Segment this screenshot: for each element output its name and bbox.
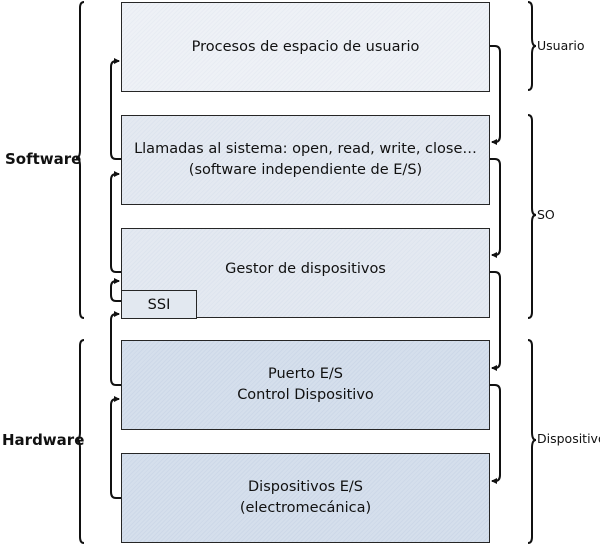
layer-user-processes-label: Procesos de espacio de usuario: [191, 38, 420, 55]
layer-system-calls: Llamadas al sistema: open, read, write, …: [121, 115, 490, 205]
arrow-up-4: [110, 396, 121, 499]
arrow-up-1: [110, 58, 121, 160]
brace-hardware: [75, 339, 85, 544]
layer-io-devices-label: Dispositivos E/S (electromecánica): [239, 479, 372, 516]
arrow-down-1: [490, 45, 501, 145]
layer-io-port-label: Puerto E/S Control Dispositivo: [237, 366, 374, 403]
brace-so: [527, 114, 537, 319]
group-label-hardware: Hardware: [2, 431, 85, 449]
brace-software: [75, 1, 85, 319]
layer-io-devices: Dispositivos E/S (electromecánica): [121, 453, 490, 543]
group-label-software: Software: [5, 150, 82, 168]
arrow-down-2: [490, 158, 501, 258]
group-label-usuario: Usuario: [537, 38, 585, 53]
layer-device-manager-label: Gestor de dispositivos: [225, 260, 386, 277]
arrow-down-4: [490, 384, 501, 484]
brace-usuario-right: [527, 1, 537, 91]
layer-system-calls-label: Llamadas al sistema: open, read, write, …: [134, 141, 477, 178]
ssi-label: SSI: [147, 296, 171, 313]
ssi-box: SSI: [121, 290, 197, 319]
arrow-up-ssi: [110, 278, 121, 302]
arrow-up-2: [110, 171, 121, 273]
arrow-down-3: [490, 271, 501, 371]
group-label-dispositivo: Dispositivo: [537, 431, 600, 446]
layer-user-processes: Procesos de espacio de usuario: [121, 2, 490, 92]
group-label-so: SO: [537, 207, 555, 222]
layer-io-port: Puerto E/S Control Dispositivo: [121, 340, 490, 430]
arrow-up-3: [110, 311, 121, 386]
brace-dispositivo: [527, 339, 537, 544]
